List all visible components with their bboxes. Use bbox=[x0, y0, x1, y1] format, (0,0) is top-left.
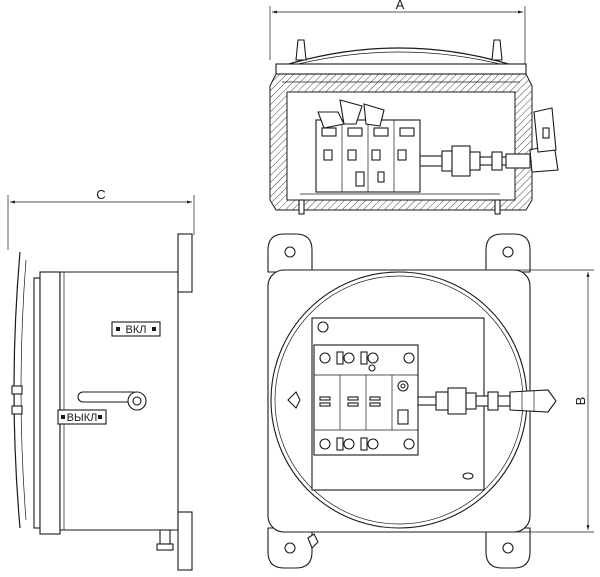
top-section-view bbox=[269, 39, 559, 215]
breaker-top-view bbox=[315, 99, 421, 193]
dimension-a-label: A bbox=[396, 0, 405, 12]
dimension-c-label: C bbox=[96, 187, 105, 202]
on-label-plate: ВКЛ bbox=[111, 321, 161, 337]
external-handle-top bbox=[529, 107, 559, 173]
dimension-a: A bbox=[269, 0, 526, 70]
side-view: C ВКЛ bbox=[7, 187, 195, 571]
side-switch-handle bbox=[77, 391, 147, 411]
dimension-b: B bbox=[500, 269, 594, 533]
off-label-text: ВЫКЛ bbox=[67, 412, 98, 424]
shaft-coupling-front bbox=[417, 387, 557, 415]
off-label-plate: ВЫКЛ bbox=[57, 409, 107, 425]
on-label-text: ВКЛ bbox=[126, 324, 147, 336]
shaft-coupling-top bbox=[419, 145, 531, 177]
front-view: B bbox=[267, 233, 594, 569]
breaker-front-view bbox=[313, 344, 419, 456]
dimension-b-label: B bbox=[573, 397, 588, 406]
dimension-c: C bbox=[7, 187, 195, 250]
